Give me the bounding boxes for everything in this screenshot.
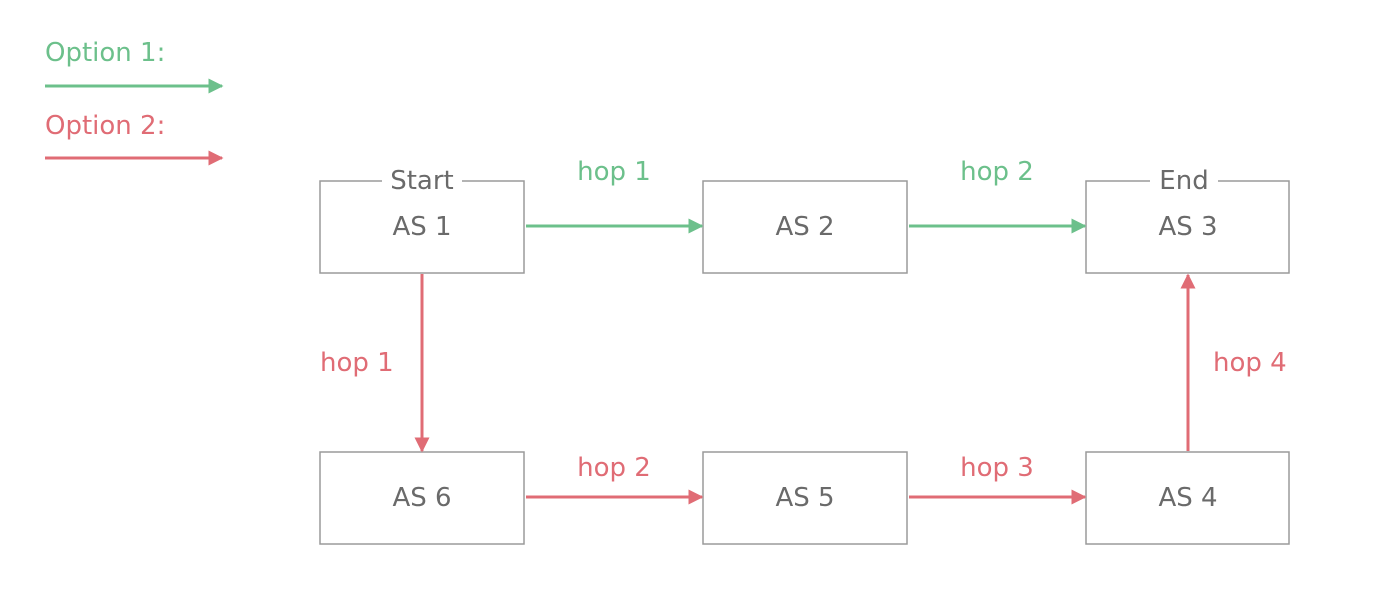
edge-label-hop1: hop 1 <box>577 157 651 187</box>
node-label: AS 2 <box>775 212 834 242</box>
node-label: AS 5 <box>775 483 834 513</box>
node-as2: AS 2 <box>702 180 908 274</box>
node-as5: AS 5 <box>702 451 908 545</box>
legend: Option 1: Option 2: <box>45 38 224 166</box>
node-label: AS 4 <box>1158 483 1217 513</box>
node-as6: AS 6 <box>319 451 525 545</box>
node-box <box>319 451 525 545</box>
node-label: AS 1 <box>392 212 451 242</box>
node-as3: End AS 3 <box>1085 166 1290 274</box>
node-label: AS 6 <box>392 483 451 513</box>
node-tag: Start <box>390 166 454 196</box>
tag-background <box>1150 166 1218 192</box>
node-tag: End <box>1159 166 1208 196</box>
tag-background <box>382 166 462 192</box>
node-as1: Start AS 1 <box>319 166 525 274</box>
edge-label-hop4: hop 4 <box>1213 348 1287 378</box>
edge-label-hop1: hop 1 <box>320 348 394 378</box>
legend-option2-label: Option 2: <box>45 111 165 141</box>
node-box <box>319 180 525 274</box>
node-box <box>1085 451 1290 545</box>
node-box <box>702 451 908 545</box>
legend-option1-label: Option 1: <box>45 38 165 68</box>
option2-path: hop 1 hop 2 hop 3 hop 4 <box>320 273 1287 505</box>
option1-path: hop 1 hop 2 <box>526 157 1087 234</box>
edge-label-hop3: hop 3 <box>960 453 1034 483</box>
edge-label-hop2: hop 2 <box>577 453 651 483</box>
edge-label-hop2: hop 2 <box>960 157 1034 187</box>
node-label: AS 3 <box>1158 212 1217 242</box>
node-as4: AS 4 <box>1085 451 1290 545</box>
